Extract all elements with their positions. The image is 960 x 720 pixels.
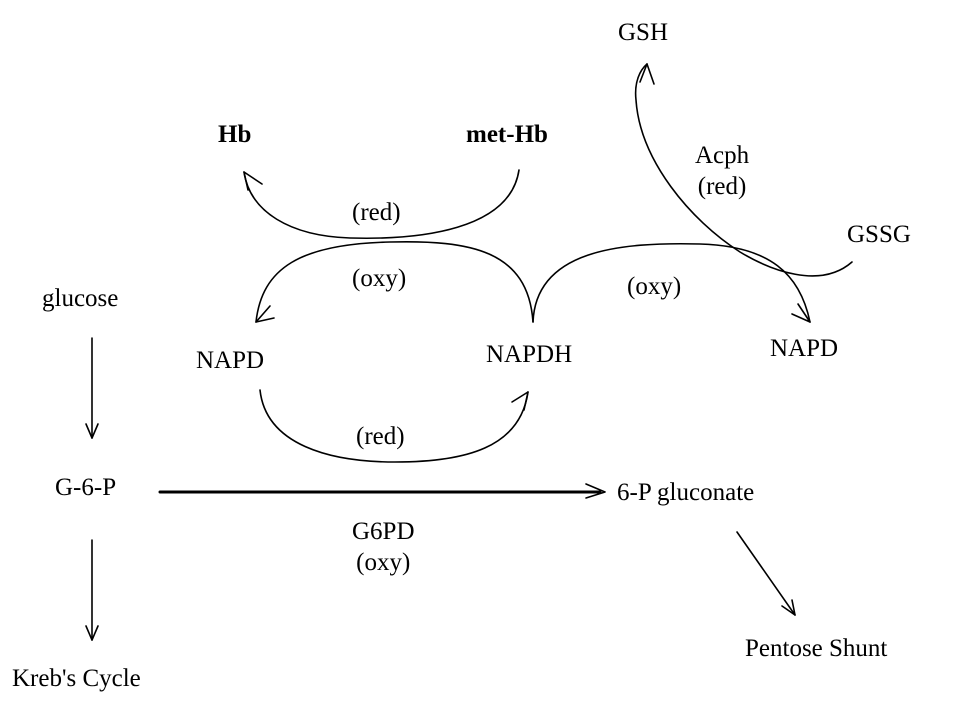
arc-methb-to-hb: [243, 169, 520, 240]
arc-gssg-to-gsh: [634, 63, 853, 277]
label-met-hb: met-Hb: [466, 121, 548, 148]
arc-napdh-to-napd-right: [532, 242, 811, 323]
arc-gssg-to-gsh-arrowhead: [639, 63, 655, 85]
arrow-gluconate-to-pentose-head: [781, 599, 796, 616]
label-acph-red: (red): [697, 173, 747, 201]
label-g6p: G-6-P: [55, 474, 117, 501]
arc-napd-to-napdh-arrowhead: [511, 391, 529, 411]
label-napd-left: NAPD: [196, 347, 265, 374]
arrow-g6p-to-gluconate-head: [585, 483, 606, 499]
label-oxy-left: (oxy): [352, 265, 407, 292]
arrow-gluconate-to-pentose: [736, 531, 796, 616]
label-hb: Hb: [218, 121, 252, 148]
label-oxy-right: (oxy): [627, 273, 682, 300]
label-napd-right: NAPD: [770, 335, 839, 362]
label-acph: Acph: [695, 142, 750, 169]
label-red-bottom: (red): [356, 423, 405, 450]
label-gluconate: 6-P gluconate: [617, 479, 755, 506]
label-krebs-cycle: Kreb's Cycle: [12, 665, 141, 692]
label-g6pd-group: G6PD (oxy): [352, 516, 415, 579]
arc-napdh-to-napd-right-arrowhead: [791, 303, 811, 323]
label-g6pd-oxy: (oxy): [356, 549, 411, 577]
label-acph-group: Acph (red): [695, 140, 749, 203]
arc-napdh-to-napd-left-arrowhead: [255, 305, 275, 323]
arc-methb-to-hb-arrowhead: [243, 171, 263, 191]
label-pentose-shunt: Pentose Shunt: [745, 635, 888, 662]
arc-napd-to-napdh: [259, 389, 529, 463]
label-napdh: NAPDH: [486, 341, 573, 368]
label-hb-red: (red): [352, 199, 401, 226]
label-gssg: GSSG: [847, 221, 911, 248]
arc-napdh-to-napd-left: [255, 240, 534, 323]
label-gsh: GSH: [618, 19, 669, 46]
label-glucose: glucose: [42, 285, 119, 312]
label-g6pd: G6PD: [352, 518, 415, 545]
arrow-g6p-to-krebs-head: [85, 625, 99, 641]
arrow-glucose-to-g6p-head: [85, 423, 99, 439]
